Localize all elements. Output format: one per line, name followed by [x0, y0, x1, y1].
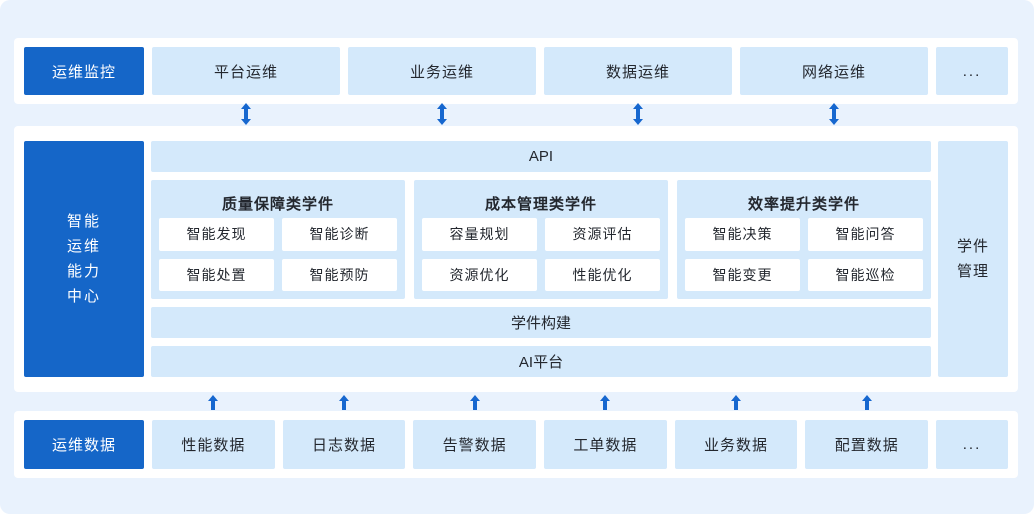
side-line: 学件: [956, 238, 989, 255]
arrow-spacer: [24, 395, 144, 410]
capability-center-content: API 质量保障类学件 智能发现 智能诊断 智能处置 智能预防 成本管理类学件 …: [151, 141, 931, 377]
side-line: 管理: [956, 263, 989, 280]
bottom-item-more: ...: [936, 420, 1009, 469]
cell-intelligent-handling: 智能处置: [159, 258, 274, 291]
bottom-item-ticket-data: 工单数据: [544, 420, 667, 469]
up-arrow-icon: [544, 395, 667, 410]
learnware-groups: 质量保障类学件 智能发现 智能诊断 智能处置 智能预防 成本管理类学件 容量规划…: [151, 180, 931, 299]
cell-intelligent-prevention: 智能预防: [282, 258, 397, 291]
double-arrow-icon: [544, 103, 732, 125]
double-arrow-icon: [152, 103, 340, 125]
header-line: 中心: [66, 288, 101, 305]
bottom-arrow-row: [14, 395, 1018, 410]
cell-resource-evaluation: 资源评估: [545, 218, 660, 251]
top-item-more: ...: [936, 47, 1008, 95]
bottom-item-alarm-data: 告警数据: [413, 420, 537, 469]
cell-resource-optimization: 资源优化: [422, 258, 537, 291]
cell-intelligent-inspection: 智能巡检: [808, 258, 923, 291]
group-grid: 容量规划 资源评估 资源优化 性能优化: [422, 218, 660, 291]
up-arrow-icon: [675, 395, 798, 410]
cell-intelligent-decision: 智能决策: [685, 218, 800, 251]
cell-intelligent-discovery: 智能发现: [159, 218, 274, 251]
up-arrow-icon: [283, 395, 406, 410]
header-line: 能力: [66, 263, 101, 280]
up-arrow-icon: [413, 395, 536, 410]
up-arrow-icon: [805, 395, 928, 410]
top-item-platform-ops: 平台运维: [152, 47, 340, 95]
arrow-spacer: [24, 103, 144, 125]
header-line: 运维: [66, 238, 101, 255]
arrow-spacer: [936, 395, 1008, 410]
bottom-item-log-data: 日志数据: [282, 420, 406, 469]
cell-performance-optimization: 性能优化: [545, 258, 660, 291]
ops-monitoring-panel: 运维监控 平台运维 业务运维 数据运维 网络运维 ...: [14, 38, 1018, 104]
group-title: 成本管理类学件: [484, 195, 597, 213]
top-arrow-row: [14, 103, 1018, 125]
arrow-spacer: [936, 103, 1008, 125]
group-title: 质量保障类学件: [221, 195, 334, 213]
aiops-capability-center-header: 智能 运维 能力 中心: [24, 141, 144, 377]
cost-management-group: 成本管理类学件 容量规划 资源评估 资源优化 性能优化: [414, 180, 668, 299]
group-grid: 智能发现 智能诊断 智能处置 智能预防: [159, 218, 397, 291]
cell-intelligent-change: 智能变更: [685, 258, 800, 291]
api-bar: API: [151, 141, 931, 172]
group-title: 效率提升类学件: [747, 195, 860, 213]
top-item-network-ops: 网络运维: [740, 47, 928, 95]
quality-assurance-group: 质量保障类学件 智能发现 智能诊断 智能处置 智能预防: [151, 180, 405, 299]
group-grid: 智能决策 智能问答 智能变更 智能巡检: [685, 218, 923, 291]
ops-data-panel: 运维数据 性能数据 日志数据 告警数据 工单数据 业务数据 配置数据 ...: [14, 411, 1018, 478]
learnware-build-bar: 学件构建: [151, 307, 931, 338]
bottom-item-performance-data: 性能数据: [152, 420, 275, 469]
top-item-data-ops: 数据运维: [544, 47, 732, 95]
cell-intelligent-qa: 智能问答: [808, 218, 923, 251]
efficiency-improvement-group: 效率提升类学件 智能决策 智能问答 智能变更 智能巡检: [677, 180, 931, 299]
ai-platform-bar: AI平台: [151, 346, 931, 377]
ops-monitoring-header: 运维监控: [24, 47, 144, 95]
up-arrow-icon: [152, 395, 275, 410]
aiops-capability-center-panel: 智能 运维 能力 中心 API 质量保障类学件 智能发现 智能诊断 智能处置 智…: [14, 126, 1018, 392]
learnware-management-column: 学件 管理: [938, 141, 1008, 377]
cell-intelligent-diagnosis: 智能诊断: [282, 218, 397, 251]
double-arrow-icon: [348, 103, 536, 125]
double-arrow-icon: [740, 103, 928, 125]
bottom-item-business-data: 业务数据: [674, 420, 798, 469]
top-item-business-ops: 业务运维: [348, 47, 536, 95]
cell-capacity-planning: 容量规划: [422, 218, 537, 251]
header-line: 智能: [66, 213, 101, 230]
bottom-item-config-data: 配置数据: [805, 420, 929, 469]
ops-data-header: 运维数据: [24, 420, 144, 469]
